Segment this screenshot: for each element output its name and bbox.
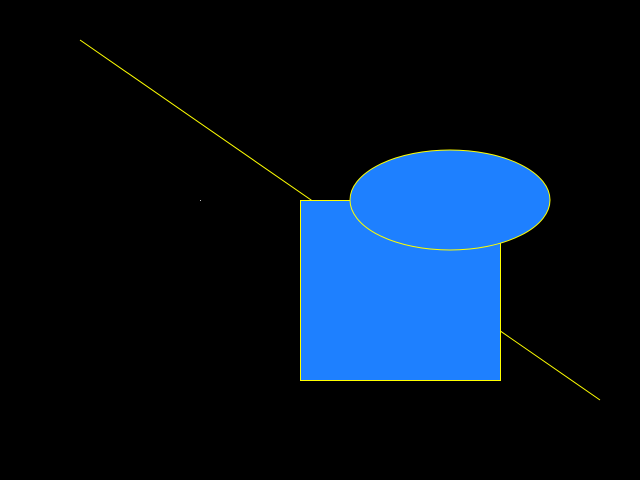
blue-ellipse-outline [349,149,551,251]
blue-ellipse[interactable] [350,150,550,250]
small-dot [200,200,201,201]
